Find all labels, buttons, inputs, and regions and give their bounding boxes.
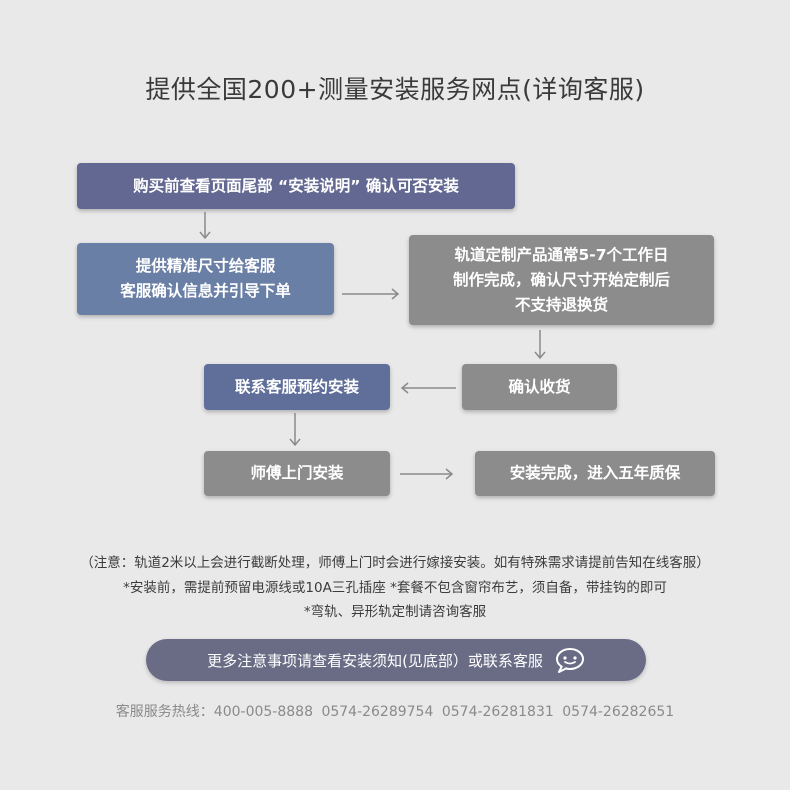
chat-bubble-icon [555, 647, 585, 673]
flow-step-book-install: 联系客服预约安装 [204, 364, 390, 410]
flow-step-line: 客服确认信息并引导下单 [120, 282, 291, 300]
flow-step-check-install: 购买前查看页面尾部 “安装说明” 确认可否安装 [77, 163, 515, 209]
hotline-label: 客服服务热线： [115, 704, 214, 720]
arrow-down-icon [289, 413, 301, 447]
flow-step-line: 制作完成，确认尺寸开始定制后 [452, 270, 670, 289]
flow-step-custom-production: 轨道定制产品通常5-7个工作日 制作完成，确认尺寸开始定制后 不支持退换货 [409, 235, 714, 325]
hotline-number: 0574-26281831 [441, 704, 554, 720]
more-notes-button[interactable]: 更多注意事项请查看安装须知(见底部）或联系客服 [146, 639, 646, 681]
more-notes-label: 更多注意事项请查看安装须知(见底部）或联系客服 [207, 651, 543, 670]
flow-step-text: 联系客服预约安装 [234, 377, 359, 396]
arrow-left-icon [400, 382, 456, 394]
flow-step-line: 不支持退换货 [514, 295, 608, 314]
arrow-right-icon [342, 288, 400, 300]
hotline-number: 400-005-8888 [213, 704, 313, 720]
hotline-number: 0574-26289754 [321, 704, 434, 720]
page-title: 提供全国200+测量安装服务网点(详询客服) [145, 75, 645, 104]
flow-step-text: 购买前查看页面尾部 “安装说明” 确认可否安装 [133, 176, 459, 195]
arrow-down-icon [199, 212, 211, 240]
hotline-number: 0574-26282651 [562, 704, 675, 720]
flow-step-line: 轨道定制产品通常5-7个工作日 [454, 245, 669, 264]
flow-step-text: 安装完成，进入五年质保 [509, 464, 681, 482]
note-line: *弯轨、异形轨定制请咨询客服 [303, 604, 487, 620]
flow-step-onsite-install: 师傅上门安装 [204, 451, 390, 496]
flow-step-text: 确认收货 [508, 377, 571, 396]
arrow-down-icon [534, 330, 546, 360]
arrow-right-icon [400, 468, 454, 480]
note-line: *安装前，需提前预留电源线或10A三孔插座 *套餐不包含窗帘布艺，须自备，带挂钩… [123, 580, 667, 596]
note-line: （注意：轨道2米以上会进行截断处理，师傅上门时会进行嫁接安装。如有特殊需求请提前… [80, 555, 710, 571]
flow-step-warranty: 安装完成，进入五年质保 [475, 451, 715, 496]
flow-step-provide-size: 提供精准尺寸给客服 客服确认信息并引导下单 [77, 243, 334, 315]
flow-step-text: 师傅上门安装 [250, 464, 344, 482]
hotline: 客服服务热线：400-005-8888 0574-26289754 0574-2… [0, 701, 790, 721]
flow-step-line: 提供精准尺寸给客服 [135, 257, 276, 275]
flow-step-confirm-receipt: 确认收货 [462, 364, 617, 410]
